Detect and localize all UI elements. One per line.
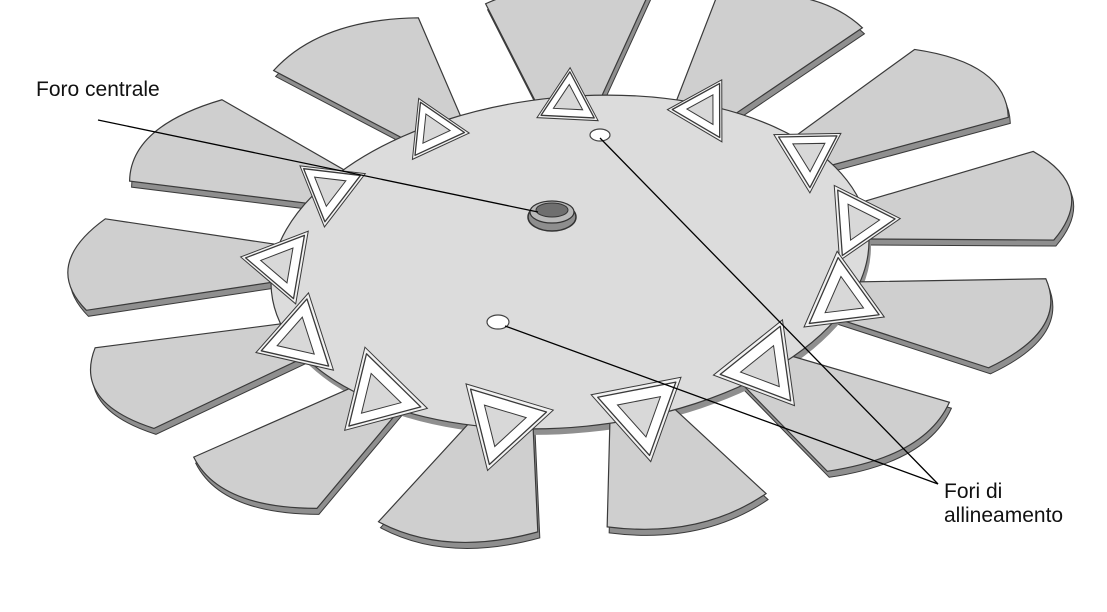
label-alignment-holes-line1: Fori di [944,480,1063,504]
label-alignment-holes: Fori di allineamento [944,480,1063,528]
center-hole [528,201,576,231]
label-alignment-holes-line2: allineamento [944,504,1063,528]
label-center-hole: Foro centrale [36,78,160,102]
alignment-hole-upper [590,129,610,141]
rotor-disc [68,0,1074,548]
